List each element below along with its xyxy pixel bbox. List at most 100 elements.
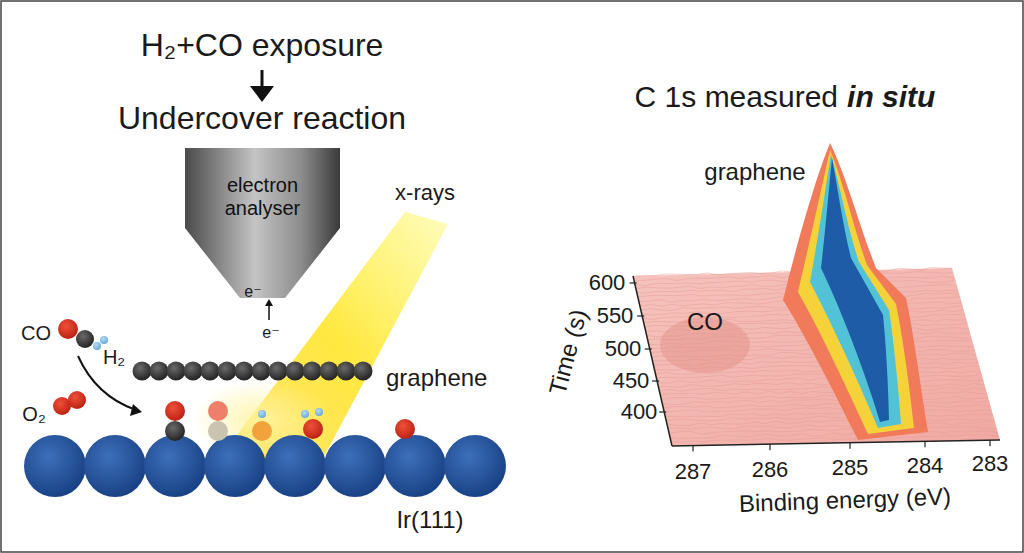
tick-label: 550 <box>597 303 634 328</box>
tick-label: 287 <box>675 459 712 484</box>
iridium-atoms <box>24 435 506 497</box>
tick-label: 600 <box>589 270 626 295</box>
carbon-atom-faded <box>208 421 228 441</box>
peak-blue <box>821 158 889 422</box>
oxygen-atom <box>58 319 78 339</box>
graphene-atom <box>184 362 203 381</box>
graphene-atom <box>286 362 305 381</box>
iridium-atom <box>84 435 146 497</box>
arrow-head <box>265 299 273 306</box>
graphene-atom <box>354 362 373 381</box>
tick-mark <box>924 441 925 447</box>
hydrogen-atom <box>100 336 108 344</box>
carbon-atom <box>165 421 185 441</box>
graphene-atoms <box>133 362 373 381</box>
hydrogen-atom <box>315 408 323 416</box>
tick-mark <box>692 446 693 452</box>
graphene-atom <box>201 362 220 381</box>
tick-mark <box>769 444 770 450</box>
graphene-atom <box>133 362 152 381</box>
axis-title: Binding energy (eV) <box>739 483 952 518</box>
peak-label: graphene <box>704 158 805 186</box>
tick-label: 284 <box>907 453 944 478</box>
molecule-label: O₂ <box>22 403 45 426</box>
graphene-atom <box>252 362 271 381</box>
carbon-atom <box>76 330 94 348</box>
tick-label: 450 <box>613 368 650 393</box>
noise-trace <box>657 375 982 384</box>
oxygen-atom <box>165 401 185 421</box>
tick-mark <box>630 282 637 283</box>
tick-mark <box>659 411 666 412</box>
tick-mark <box>652 380 659 381</box>
arrow-head <box>130 404 142 416</box>
iridium-atom <box>444 435 506 497</box>
peak-cyan <box>810 154 901 428</box>
panel-heading-italic: in situ <box>847 80 935 115</box>
analyser-outline <box>185 148 340 298</box>
tick-mark <box>637 315 644 316</box>
peak-outer <box>783 143 928 440</box>
iridium-atom <box>324 435 386 497</box>
analyser-label: electron analyser <box>202 174 323 220</box>
noise-trace <box>668 422 995 430</box>
panel-heading: C 1s measured <box>635 80 838 115</box>
oxygen-atom <box>395 419 415 439</box>
graphene-atom <box>303 362 322 381</box>
tick-mark <box>989 440 990 446</box>
iridium-atom <box>144 435 206 497</box>
peak-label: CO <box>687 308 723 336</box>
analyser-shape <box>185 148 340 300</box>
reaction-intermediate <box>252 421 272 441</box>
hydrogen-atom <box>258 410 266 418</box>
heading: Undercover reaction <box>118 100 406 137</box>
noise-trace <box>659 384 984 392</box>
oxygen-atom <box>303 419 323 439</box>
noise-trace <box>661 392 987 400</box>
tick-label: 283 <box>972 451 1009 476</box>
tick-mark <box>645 348 652 349</box>
substrate-label: Ir(111) <box>396 506 463 534</box>
heading: H₂+CO exposure <box>141 27 384 64</box>
tick-mark <box>849 443 850 449</box>
tick-label: 500 <box>605 336 642 361</box>
analyser-body: electron analyser <box>185 148 340 300</box>
hydrogen-atom <box>93 342 101 350</box>
arrow-head <box>250 86 274 102</box>
noise-trace <box>670 431 998 439</box>
electron-label: e⁻ <box>262 324 279 342</box>
hydrogen-atom <box>301 410 309 418</box>
iridium-atom <box>24 435 86 497</box>
electron-label: e⁻ <box>244 283 261 301</box>
iridium-atom <box>384 435 446 497</box>
layer-label: graphene <box>386 364 487 392</box>
axis-ticks <box>630 283 990 452</box>
graphene-atom <box>337 362 356 381</box>
oxygen-atom <box>68 391 86 409</box>
electron-arrow <box>268 305 270 320</box>
peak-yellow <box>798 150 914 434</box>
graphene-atom <box>150 362 169 381</box>
graphene-atom <box>269 362 288 381</box>
noise-trace <box>660 388 985 395</box>
molecule-label: CO <box>21 322 51 345</box>
beam-label: x-rays <box>395 180 455 205</box>
graphene-atom <box>218 362 237 381</box>
graphene-atom <box>167 362 186 381</box>
molecule-label: H₂ <box>103 346 125 369</box>
energy-axis <box>672 440 1000 446</box>
iridium-atom <box>264 435 326 497</box>
noise-trace <box>664 405 990 412</box>
iridium-atom <box>204 435 266 497</box>
axis-title: Time (s) <box>543 306 592 397</box>
graphene-atom <box>235 362 254 381</box>
tick-label: 285 <box>832 455 869 480</box>
noise-trace <box>667 419 994 425</box>
graphene-atom <box>320 362 339 381</box>
oxygen-atom-faded <box>208 401 228 421</box>
tick-label: 400 <box>621 399 658 424</box>
noise-trace <box>658 380 983 388</box>
tick-label: 286 <box>752 457 789 482</box>
